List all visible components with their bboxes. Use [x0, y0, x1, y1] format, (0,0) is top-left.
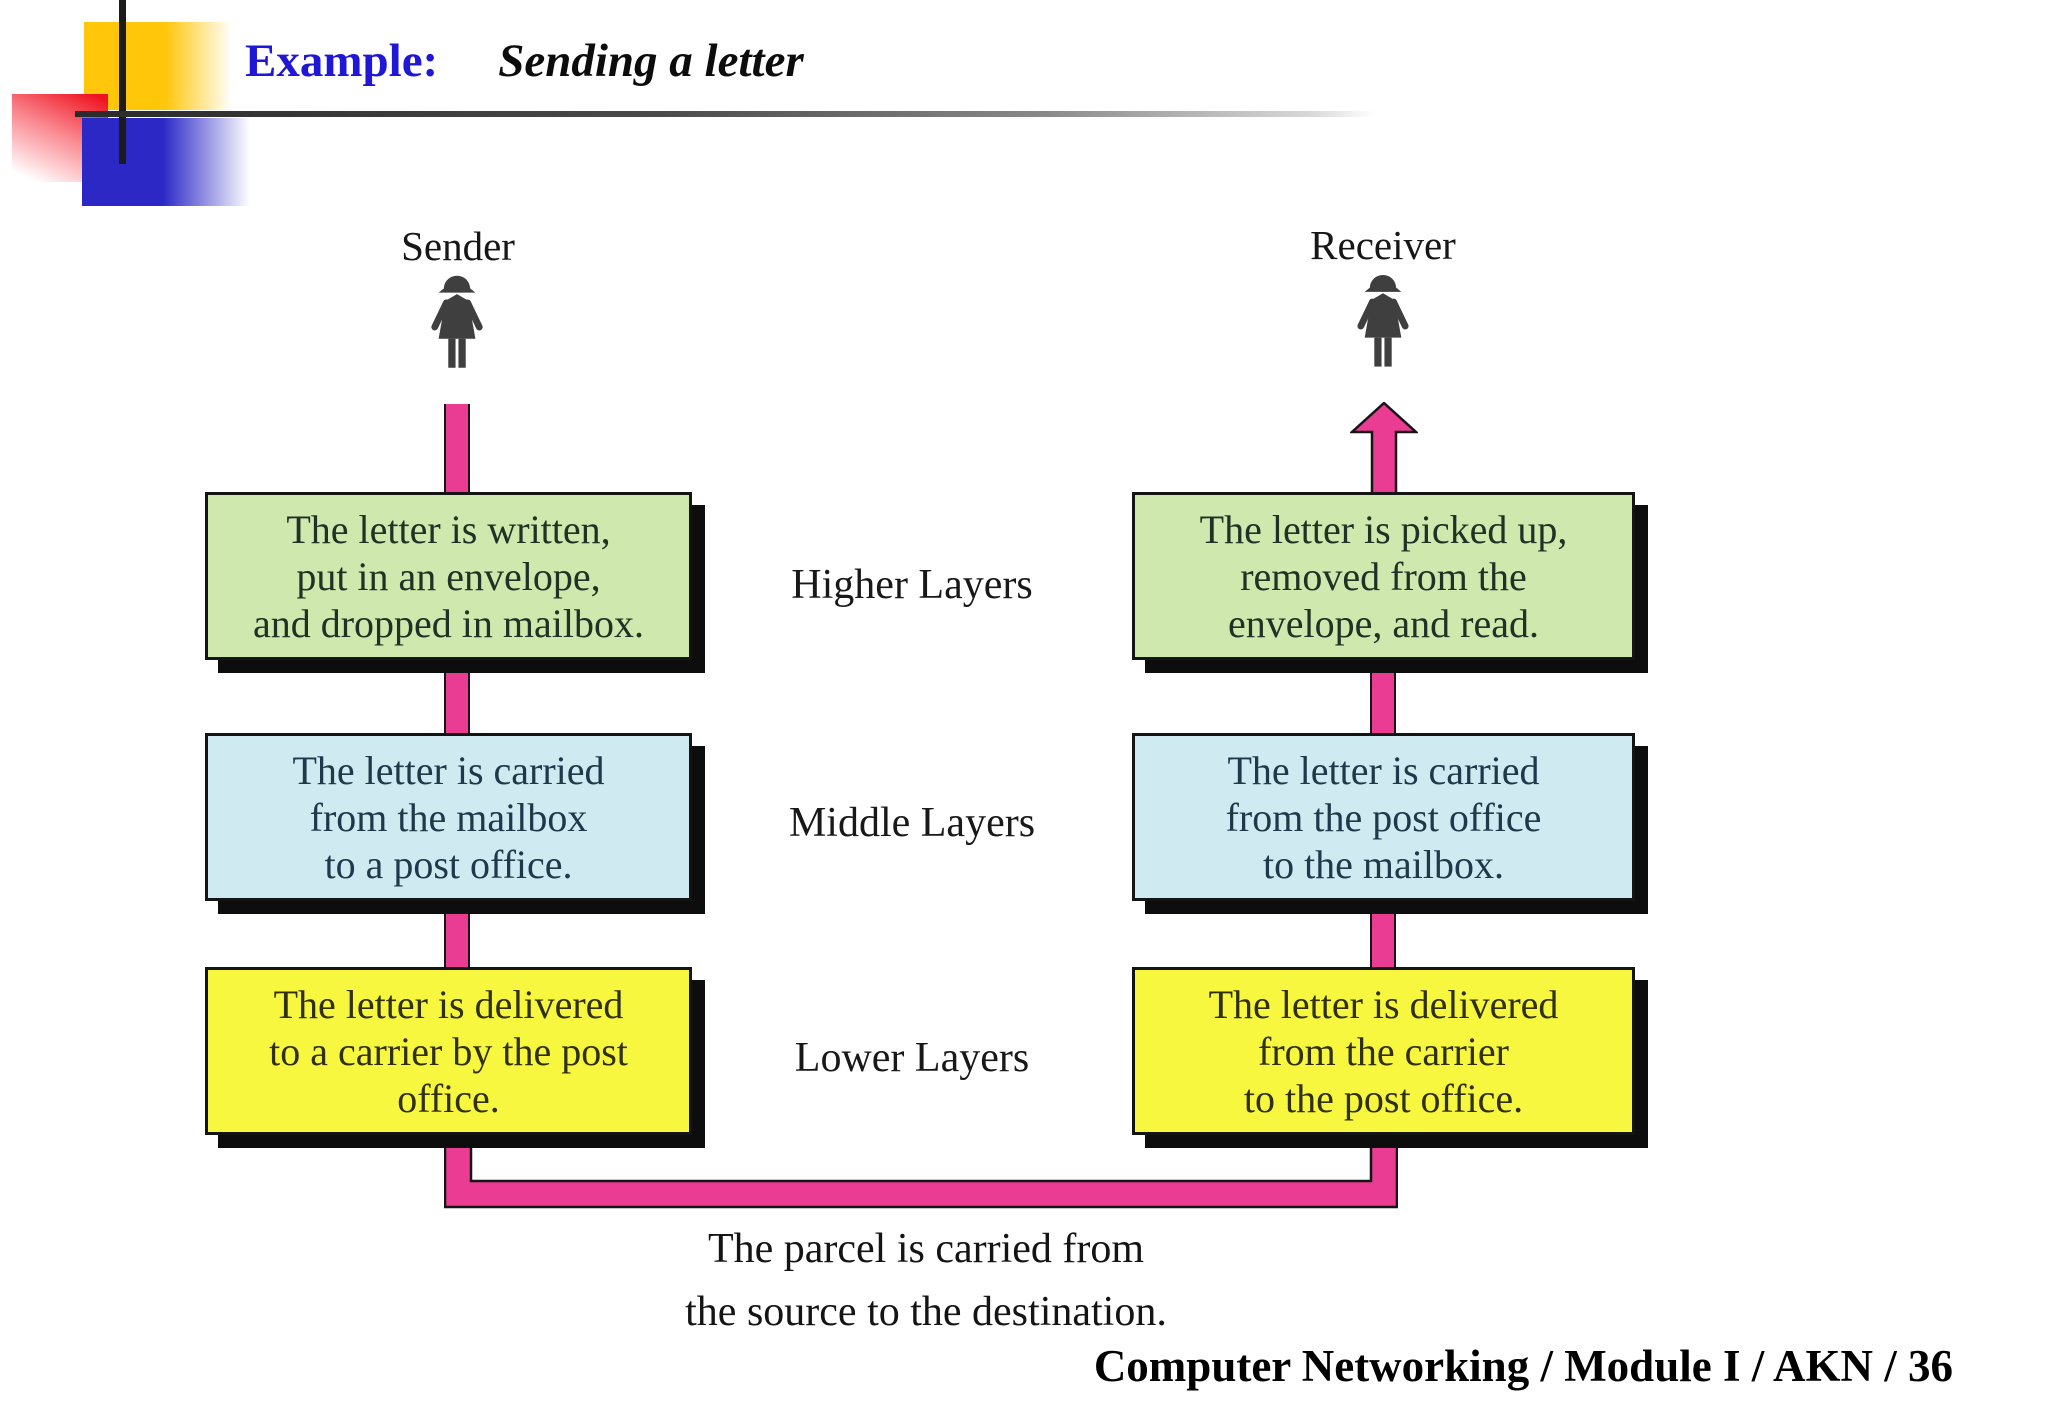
title-prefix: Example: — [245, 35, 439, 87]
box-text-line: to a post office. — [324, 841, 573, 887]
receiver-middle-layer-box: The letter is carried from the post offi… — [1132, 733, 1635, 901]
page-title: Example: Sending a letter — [245, 34, 804, 88]
box-text-line: office. — [397, 1075, 500, 1121]
box-text-line: to a carrier by the post — [269, 1028, 628, 1074]
lower-layers-label: Lower Layers — [794, 1035, 1030, 1081]
box-text-line: The letter is delivered — [1208, 981, 1559, 1027]
box-text-line: The letter is delivered — [273, 981, 624, 1027]
middle-layers-label: Middle Layers — [788, 800, 1036, 846]
receiver-flow-bar-middle-lower — [1370, 890, 1396, 971]
box-text-line: to the post office. — [1243, 1075, 1524, 1121]
box-text-line: and dropped in mailbox. — [252, 600, 645, 646]
caption-line: the source to the destination. — [685, 1289, 1167, 1335]
box-text-line: from the carrier — [1258, 1028, 1509, 1074]
title-divider-line — [75, 111, 1375, 117]
sender-middle-layer-box: The letter is carried from the mailbox t… — [205, 733, 692, 901]
receiver-person-icon — [1357, 274, 1409, 367]
box-text-line: The letter is picked up, — [1199, 506, 1568, 552]
sender-lower-layer-box: The letter is delivered to a carrier by … — [205, 967, 692, 1135]
decor-yellow-square — [84, 22, 232, 110]
box-text-line: from the mailbox — [309, 794, 588, 840]
receiver-label: Receiver — [1310, 222, 1456, 268]
box-text-line: The letter is carried — [292, 747, 605, 793]
sender-person-icon — [431, 275, 483, 368]
slide-footer: Computer Networking / Module I / AKN / 3… — [1093, 1341, 1953, 1391]
box-text-line: from the post office — [1225, 794, 1542, 840]
receiver-higher-layer-box: The letter is picked up, removed from th… — [1132, 492, 1635, 660]
box-text-line: envelope, and read. — [1228, 600, 1539, 646]
caption-line: The parcel is carried from — [707, 1226, 1145, 1272]
sender-flow-bar-middle-lower — [444, 890, 470, 971]
receiver-lower-layer-box: The letter is delivered from the carrier… — [1132, 967, 1635, 1135]
box-text-line: removed from the — [1240, 553, 1527, 599]
box-text-line: to the mailbox. — [1262, 841, 1505, 887]
sender-down-flow-bar — [444, 404, 470, 496]
decor-vertical-line — [119, 0, 126, 164]
higher-layers-label: Higher Layers — [791, 562, 1033, 608]
connector-caption: The parcel is carried from the source to… — [441, 1218, 1411, 1344]
sender-higher-layer-box: The letter is written, put in an envelop… — [205, 492, 692, 660]
box-text-line: The letter is carried — [1227, 747, 1540, 793]
title-text: Sending a letter — [498, 35, 804, 87]
receiver-flow-bar-higher-middle — [1370, 650, 1396, 737]
source-destination-connector — [444, 1128, 1398, 1209]
sender-flow-bar-higher-middle — [444, 650, 470, 737]
box-text-line: put in an envelope, — [296, 553, 601, 599]
receiver-up-arrow-icon — [1350, 402, 1418, 496]
sender-label: Sender — [401, 223, 515, 269]
box-text-line: The letter is written, — [286, 506, 611, 552]
decor-blue-square — [82, 118, 250, 206]
